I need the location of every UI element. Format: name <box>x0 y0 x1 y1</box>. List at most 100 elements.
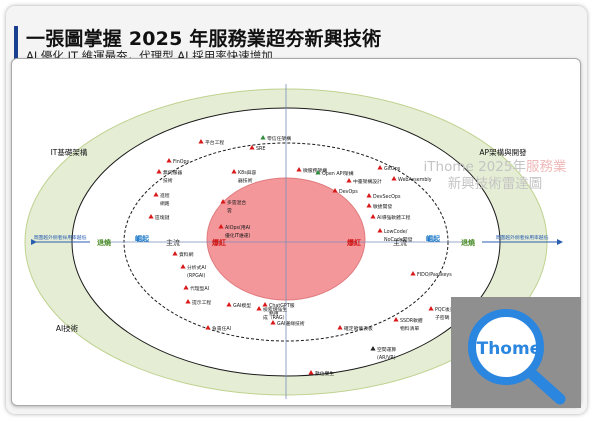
label-mainstream-left: 主流 <box>166 238 180 247</box>
radar-item-label: 網路 <box>160 200 170 207</box>
radar-item-label: DevOps <box>339 189 358 195</box>
radar-item-label: FIDO/Passkeys <box>417 272 452 278</box>
radar-item-label: 區塊鏈 <box>155 214 170 221</box>
radar-marker-icon <box>256 306 262 311</box>
radar-marker-icon <box>198 139 204 144</box>
radar-marker-icon <box>185 299 191 304</box>
radar-item-label: GitOps <box>384 166 401 172</box>
radar-marker-icon <box>296 167 302 172</box>
radar-item-label: 微服務架構 <box>303 167 327 174</box>
radar-item-label: 進程 <box>160 192 170 199</box>
radar-marker-icon <box>370 214 376 219</box>
radar-marker-icon <box>231 169 237 174</box>
technology-radar: 周圍越外側者採用率越低 周圍越外側者採用率越低 退燒 崛起 主流 爆紅 爆紅 主… <box>24 84 563 399</box>
radar-item-label: 數位雙生 <box>315 370 334 377</box>
radar-marker-icon <box>205 325 211 330</box>
radar-item-label: 確定節儀表板 <box>344 325 373 332</box>
watermark: iThome 2025年服務業 新興技術雷達圖 <box>416 159 574 193</box>
axis-left-note: 周圍越外側者採用率越低 <box>34 234 87 241</box>
radar-item-label: 無伺服器 <box>163 169 182 176</box>
radar-marker-icon <box>183 285 189 290</box>
radar-item-label: 代理型AI <box>190 285 209 292</box>
radar-item-label: 務用 <box>269 310 279 317</box>
radar-item-label: 成（RAG） <box>263 314 287 321</box>
radar-item-label: AI導強軟體工程 <box>377 214 411 221</box>
radar-item-label: 提示工程 <box>192 299 211 306</box>
radar-marker-icon <box>393 317 399 322</box>
radar-item-label: PQC後量 <box>435 306 455 313</box>
radar-item-label: (RPGAI) <box>187 273 206 279</box>
radar-item-label: SSDR軟體 <box>400 317 423 324</box>
title-accent-bar <box>14 26 18 60</box>
radar-item-label: GAI邊緣技術 <box>277 320 305 327</box>
radar-item-label: 平台工程 <box>205 139 224 146</box>
watermark-line2: 新興技術雷達圖 <box>447 176 543 192</box>
radar-item-label: 分析式AI <box>187 264 206 271</box>
radar-marker-icon <box>366 193 372 198</box>
radar-item-label: 物料清單 <box>400 325 419 332</box>
radar-item-label: 檢索增強生 <box>263 306 287 313</box>
radar-marker-icon <box>370 346 376 351</box>
radar-marker-icon <box>220 199 226 204</box>
radar-item-label: 器技術 <box>238 177 253 184</box>
label-retreat-left: 退燒 <box>97 238 111 247</box>
watermark-prefix: iThome 2025年 <box>423 159 526 175</box>
radar-marker-icon <box>391 176 397 181</box>
label-retreat-right: 退燒 <box>461 238 475 247</box>
logo-text: iThome <box>471 339 541 359</box>
ithome-logo: iThome <box>451 297 581 408</box>
radar-marker-icon <box>172 251 178 256</box>
radar-item-label: GAI模型 <box>233 302 251 309</box>
radar-marker-icon <box>366 203 372 208</box>
radar-marker-icon <box>156 169 162 174</box>
radar-item-label: 資料網 <box>179 251 194 258</box>
quadrant-infrastructure: IT基礎架構 <box>51 147 88 157</box>
radar-item-label: 空間運算 <box>377 346 396 353</box>
label-rising-right: 崛起 <box>426 234 441 243</box>
radar-marker-icon <box>428 306 434 311</box>
radar-item-label: 優化IT維運) <box>225 232 251 239</box>
radar-item-label: ChatGPT服 <box>269 303 295 309</box>
radar-item-label: NoCode開發 <box>384 236 413 243</box>
radar-item-label: 雲 <box>227 208 232 214</box>
radar-marker-icon <box>226 302 232 307</box>
radar-item-label: WebAssembly <box>398 177 432 183</box>
radar-marker-icon <box>410 271 416 276</box>
radar-item-label: 零信任架構 <box>267 135 291 142</box>
radar-item-label: 負責任AI <box>212 325 231 332</box>
radar-marker-icon <box>377 165 383 170</box>
radar-item-label: Open API架構 <box>322 170 354 177</box>
radar-marker-icon <box>262 302 268 307</box>
radar-marker-icon <box>218 224 224 229</box>
radar-item-label: (AR/VR) <box>377 355 396 361</box>
radar-marker-icon <box>315 170 321 175</box>
quadrant-ap-architecture: AP架構與開發 <box>479 147 527 157</box>
watermark-highlight: 服務業 <box>525 159 567 175</box>
quadrant-ai: AI技術 <box>56 323 79 333</box>
label-hot-right: 爆紅 <box>347 238 361 247</box>
radar-marker-icon <box>153 192 159 197</box>
axis-right-note: 周圍越外側者採用率越低 <box>496 234 549 241</box>
radar-item-label: AIOps(用AI <box>225 225 250 231</box>
radar-item-label: DevSecOps <box>373 194 401 200</box>
radar-marker-icon <box>377 228 383 233</box>
radar-marker-icon <box>180 264 186 269</box>
label-hot-left: 爆紅 <box>212 238 226 247</box>
radar-marker-icon <box>249 145 255 150</box>
radar-item-label: 技術 <box>163 177 173 184</box>
radar-item-label: 中臺架構設計 <box>353 178 382 185</box>
radar-items: FinOps零信任架構平台工程SRE無伺服器技術K8s與容器技術微服務架構Ope… <box>148 135 455 377</box>
radar-marker-icon <box>166 158 172 163</box>
radar-item-label: 子密碼 <box>435 314 450 321</box>
radar-item-label: 敏捷開發 <box>373 203 392 210</box>
label-rising-left: 崛起 <box>135 234 150 243</box>
radar-marker-icon <box>332 188 338 193</box>
radar-marker-icon <box>308 370 314 375</box>
radar-card: 周圍越外側者採用率越低 周圍越外側者採用率越低 退燒 崛起 主流 爆紅 爆紅 主… <box>11 58 581 406</box>
radar-item-label: K8s與容 <box>238 169 256 176</box>
radar-item-label: LowCode/ <box>384 229 408 235</box>
label-mainstream-right: 主流 <box>393 238 407 247</box>
radar-marker-icon <box>346 178 352 183</box>
page-title: 一張圖掌握 2025 年服務業超夯新興技術 <box>26 28 382 50</box>
radar-marker-icon <box>270 320 276 325</box>
